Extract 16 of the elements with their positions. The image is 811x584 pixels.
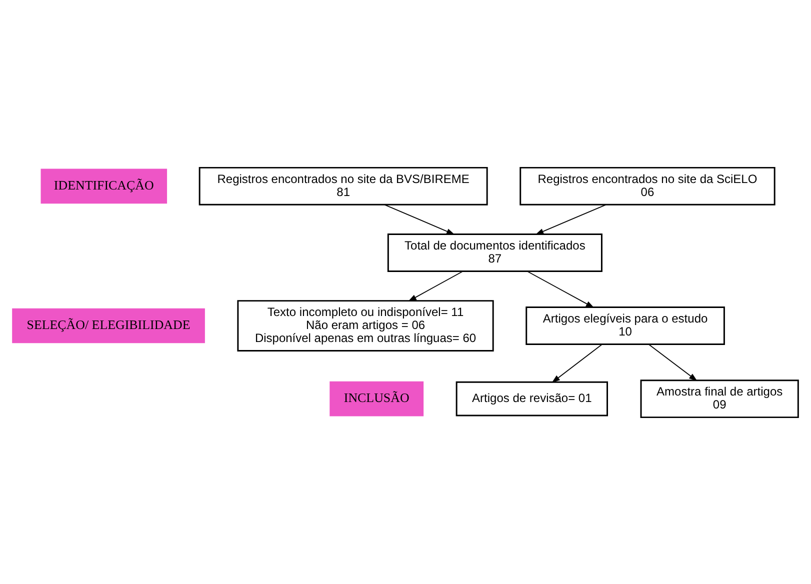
node-box: IDENTIFICAÇÃO: [40, 168, 168, 204]
node-box: Registros encontrados no site da BVS/BIREME 81: [198, 166, 488, 205]
arrow: [408, 270, 464, 301]
node-box: SELEÇÃO/ ELEGIBILIDADE: [12, 308, 205, 343]
node-box: Amostra final de artigos 09: [640, 379, 799, 418]
arrow: [526, 270, 594, 308]
node-box: Artigos de revisão= 01: [456, 380, 608, 416]
arrow: [552, 343, 603, 382]
arrow: [648, 343, 698, 381]
node-box: Total de documentos identificados 87: [387, 233, 602, 272]
node-box: Artigos elegíveis para o estudo 10: [526, 306, 725, 344]
arrow: [384, 204, 455, 234]
node-box: Registros encontrados no site da SciELO 06: [520, 166, 776, 205]
node-box: INCLUSÃO: [330, 380, 424, 416]
node-box: Texto incompleto ou indisponível= 11 Não eram artigos = 06 Disponível apenas em outras línguas= 60: [237, 300, 494, 351]
arrow: [535, 204, 606, 234]
